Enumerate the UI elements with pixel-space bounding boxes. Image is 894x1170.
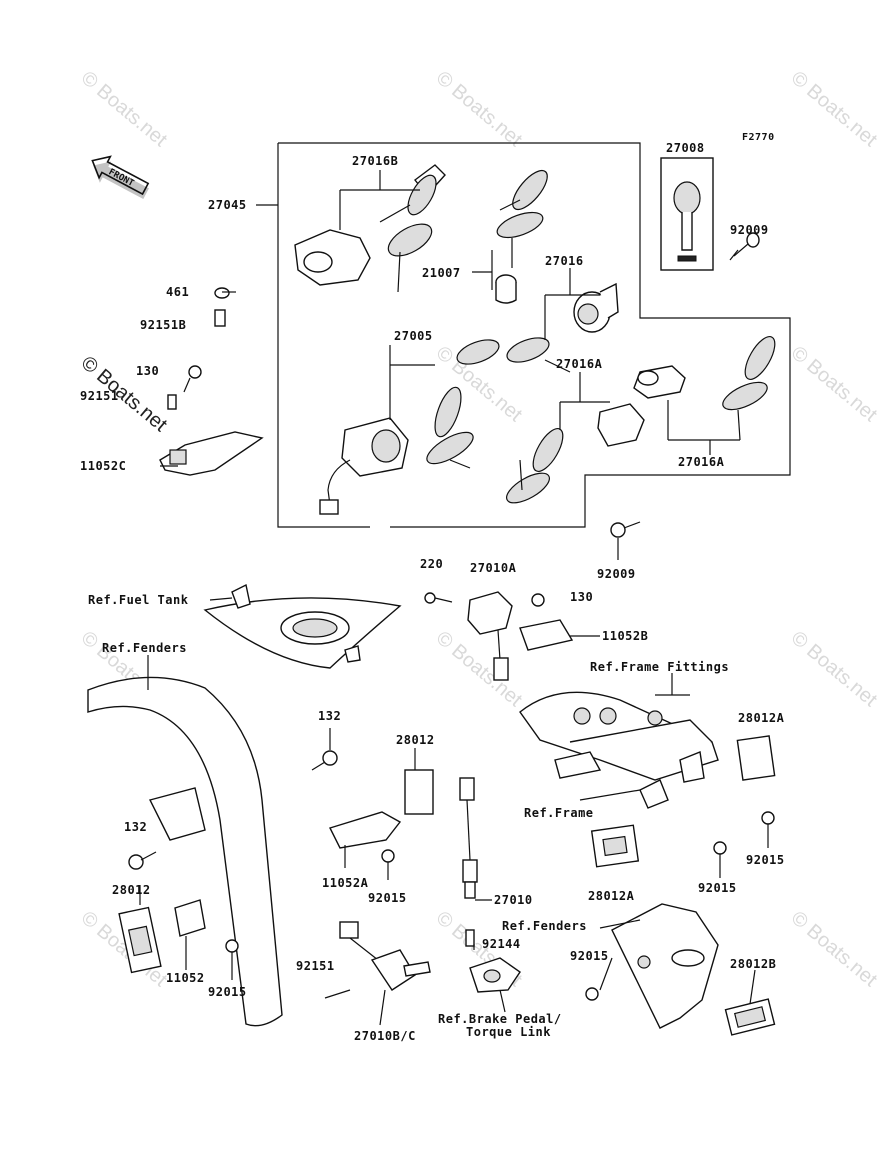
label-92151-left: 92151 [80, 389, 119, 403]
switch-27010BC [324, 921, 431, 999]
watermark-3: © Boats.net [787, 67, 882, 151]
label-27010: 27010 [494, 893, 533, 907]
switch-set-outline [256, 142, 791, 528]
label-27045: 27045 [208, 198, 247, 212]
bolt-92151B-icon [214, 309, 226, 327]
label-92151B: 92151B [140, 318, 186, 332]
sensor-27010 [459, 777, 478, 947]
label-11052: 11052 [166, 971, 205, 985]
label-132-left: 132 [124, 820, 147, 834]
label-27005: 27005 [394, 329, 433, 343]
left-small-parts [167, 287, 230, 410]
label-220: 220 [420, 557, 443, 571]
watermark-2: © Boats.net [432, 67, 527, 151]
bolt-132-left-icon [128, 854, 144, 870]
lock-27016A-mid [506, 403, 645, 504]
leader-lines [139, 170, 769, 1026]
ref-fenders-rear: Ref.Fenders [502, 919, 587, 933]
label-28012-left: 28012 [112, 883, 151, 897]
label-130-right: 130 [570, 590, 593, 604]
ref-frame-fittings: Ref.Frame Fittings [590, 660, 729, 674]
ref-frame: Ref.Frame [524, 806, 594, 820]
screw-92009-top [729, 232, 760, 261]
watermark-8: © Boats.net [787, 627, 882, 711]
label-92009-top: 92009 [730, 223, 769, 237]
frame-ref [519, 691, 719, 809]
label-28012A-right: 28012A [738, 711, 785, 725]
label-92144: 92144 [482, 937, 521, 951]
part-labels: 27045 27016B 21007 27016 27008 92009 461… [80, 141, 785, 1043]
bolt-130-left-icon [188, 365, 202, 379]
washer-461-icon [214, 287, 230, 299]
label-132-top: 132 [318, 709, 341, 723]
bolt-92151-left-icon [167, 394, 177, 410]
label-27016B: 27016B [352, 154, 398, 168]
plate-28012A-right [736, 735, 776, 781]
key-set-27016B [294, 164, 446, 293]
label-92015-bot: 92015 [570, 949, 609, 963]
label-92015-right: 92015 [746, 853, 785, 867]
front-fender-ref [87, 676, 338, 1027]
reference-labels: Ref.Fuel Tank Ref.Fenders Ref.Frame Fitt… [88, 593, 729, 1039]
rear-fender-ref [585, 903, 719, 1029]
watermark-7: © Boats.net [432, 627, 527, 711]
bracket-11052A [329, 769, 434, 863]
label-92015-left: 92015 [208, 985, 247, 999]
ref-brake-pedal-1: Ref.Brake Pedal/ [438, 1012, 562, 1026]
watermark-11: © Boats.net [787, 907, 882, 991]
cap-27016 [456, 282, 619, 373]
key-card-27008 [660, 157, 714, 271]
label-92009-mid: 92009 [597, 567, 636, 581]
label-11052B: 11052B [602, 629, 648, 643]
figure-code: F2770 [742, 132, 775, 143]
label-27016: 27016 [545, 254, 584, 268]
ignition-switch-27005 [319, 386, 474, 515]
nuts-92015 [713, 811, 775, 855]
label-130-left: 130 [136, 364, 159, 378]
label-92015-fr: 92015 [698, 881, 737, 895]
switch-27010A [424, 591, 574, 681]
bolt-132-top-icon [322, 750, 338, 766]
ref-fuel-tank: Ref.Fuel Tank [88, 593, 189, 607]
label-27016A-right: 27016A [678, 455, 725, 469]
label-92015-mid: 92015 [368, 891, 407, 905]
label-27008: 27008 [666, 141, 705, 155]
key-set-21007 [495, 169, 548, 304]
plate-28012A-mid [590, 824, 640, 868]
label-11052C: 11052C [80, 459, 126, 473]
label-21007: 21007 [422, 266, 461, 280]
label-28012-mid: 28012 [396, 733, 435, 747]
plate-28012B [724, 998, 776, 1036]
watermark-1: © Boats.net [77, 67, 172, 151]
ref-brake-pedal-2: Torque Link [466, 1025, 551, 1039]
label-27016A-mid: 27016A [556, 357, 603, 371]
plate-28012-left [118, 899, 239, 974]
label-92151-bottom: 92151 [296, 959, 335, 973]
label-11052A: 11052A [322, 876, 369, 890]
screw-92009-mid [610, 521, 641, 538]
ref-fenders-front: Ref.Fenders [102, 641, 187, 655]
label-28012A-mid: 28012A [588, 889, 635, 903]
bracket-11052C [159, 431, 264, 476]
lock-27016A-right [633, 336, 776, 441]
label-27010A: 27010A [470, 561, 517, 575]
label-461: 461 [166, 285, 189, 299]
label-28012B: 28012B [730, 957, 776, 971]
watermark-5: © Boats.net [787, 342, 882, 426]
front-arrow-icon: FRONT [91, 155, 150, 200]
fuel-tank-ref [203, 583, 402, 669]
label-27010BC: 27010B/C [354, 1029, 416, 1043]
brake-pedal-ref [469, 957, 521, 993]
